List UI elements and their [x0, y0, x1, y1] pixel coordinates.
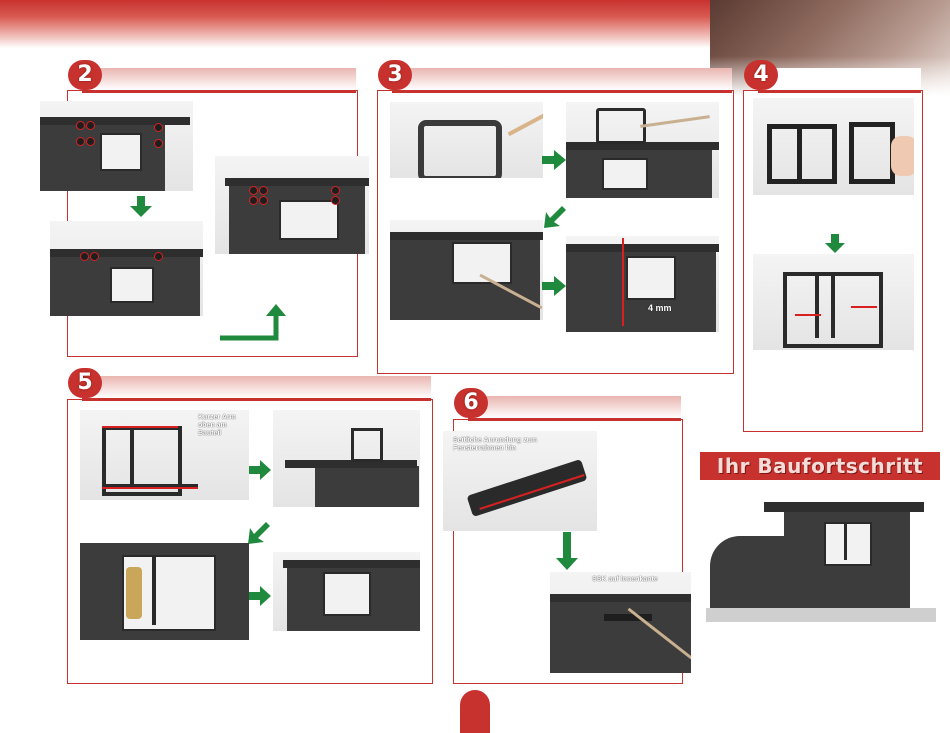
- step-6-number: 6: [454, 388, 488, 418]
- screw-marker: [249, 196, 258, 205]
- progress-title: Ihr Baufortschritt: [700, 452, 940, 480]
- arrow-right-icon: [542, 276, 566, 296]
- arrow-right-icon: [249, 586, 271, 606]
- step-5-photo-3: [80, 543, 249, 640]
- screw-marker: [90, 252, 99, 261]
- step-2-photo-2: [50, 221, 203, 316]
- step-2-header: [82, 68, 356, 93]
- step-3-photo-1: [390, 102, 543, 178]
- step-5-number: 5: [68, 368, 102, 398]
- arrow-down-icon: [130, 196, 152, 218]
- step-3-number: 3: [378, 60, 412, 90]
- step-4-header: [758, 68, 921, 93]
- arrow-up-right-icon: [220, 304, 292, 344]
- screw-marker: [154, 252, 163, 261]
- screw-marker: [80, 252, 89, 261]
- step-5-header: [82, 376, 431, 401]
- arrow-down-left-icon: [248, 522, 270, 544]
- step-5-photo-1: Kurzer Arm oben am Bauteil: [80, 410, 249, 500]
- screw-marker: [154, 139, 163, 148]
- page-number-tab: [460, 690, 490, 733]
- rounded-edge-note: Seitliche Anrundung zum Fensterrahmen hi…: [453, 437, 573, 453]
- step-3-photo-4: 4 mm: [566, 236, 719, 332]
- screw-marker: [76, 137, 85, 146]
- short-arm-note: Kurzer Arm oben am Bauteil: [198, 414, 248, 438]
- screw-marker: [154, 123, 163, 132]
- step-2-number: 2: [68, 60, 102, 90]
- step-6-header: [468, 396, 681, 421]
- step-2-photo-1: [40, 101, 193, 191]
- screw-marker: [249, 186, 258, 195]
- step-4-number: 4: [744, 60, 778, 90]
- screw-marker: [259, 186, 268, 195]
- step-4-photo-1: [753, 98, 914, 195]
- arrow-down-icon: [556, 532, 578, 570]
- step-2-photo-3: [215, 156, 369, 254]
- arrow-right-icon: [542, 150, 566, 170]
- step-6-photo-2: SSK auf Innenkante: [550, 572, 691, 673]
- step-5-photo-4: [273, 552, 420, 631]
- progress-photo: [700, 480, 940, 642]
- screw-marker: [331, 186, 340, 195]
- step-6-photo-1: Seitliche Anrundung zum Fensterrahmen hi…: [443, 431, 597, 531]
- screw-marker: [86, 121, 95, 130]
- step-4-photo-2: [753, 254, 914, 350]
- screw-marker: [259, 196, 268, 205]
- step-5-photo-2: [273, 410, 420, 507]
- ssk-note: SSK auf Innenkante: [592, 576, 691, 584]
- measure-label: 4 mm: [648, 304, 672, 312]
- step-3-header: [392, 68, 732, 93]
- screw-marker: [331, 196, 340, 205]
- step-3-photo-3: [390, 220, 543, 320]
- arrow-right-icon: [249, 460, 271, 480]
- arrow-down-left-icon: [544, 206, 566, 228]
- screw-marker: [76, 121, 85, 130]
- step-3-photo-2: [566, 102, 719, 198]
- screw-marker: [86, 137, 95, 146]
- arrow-down-icon: [825, 234, 845, 254]
